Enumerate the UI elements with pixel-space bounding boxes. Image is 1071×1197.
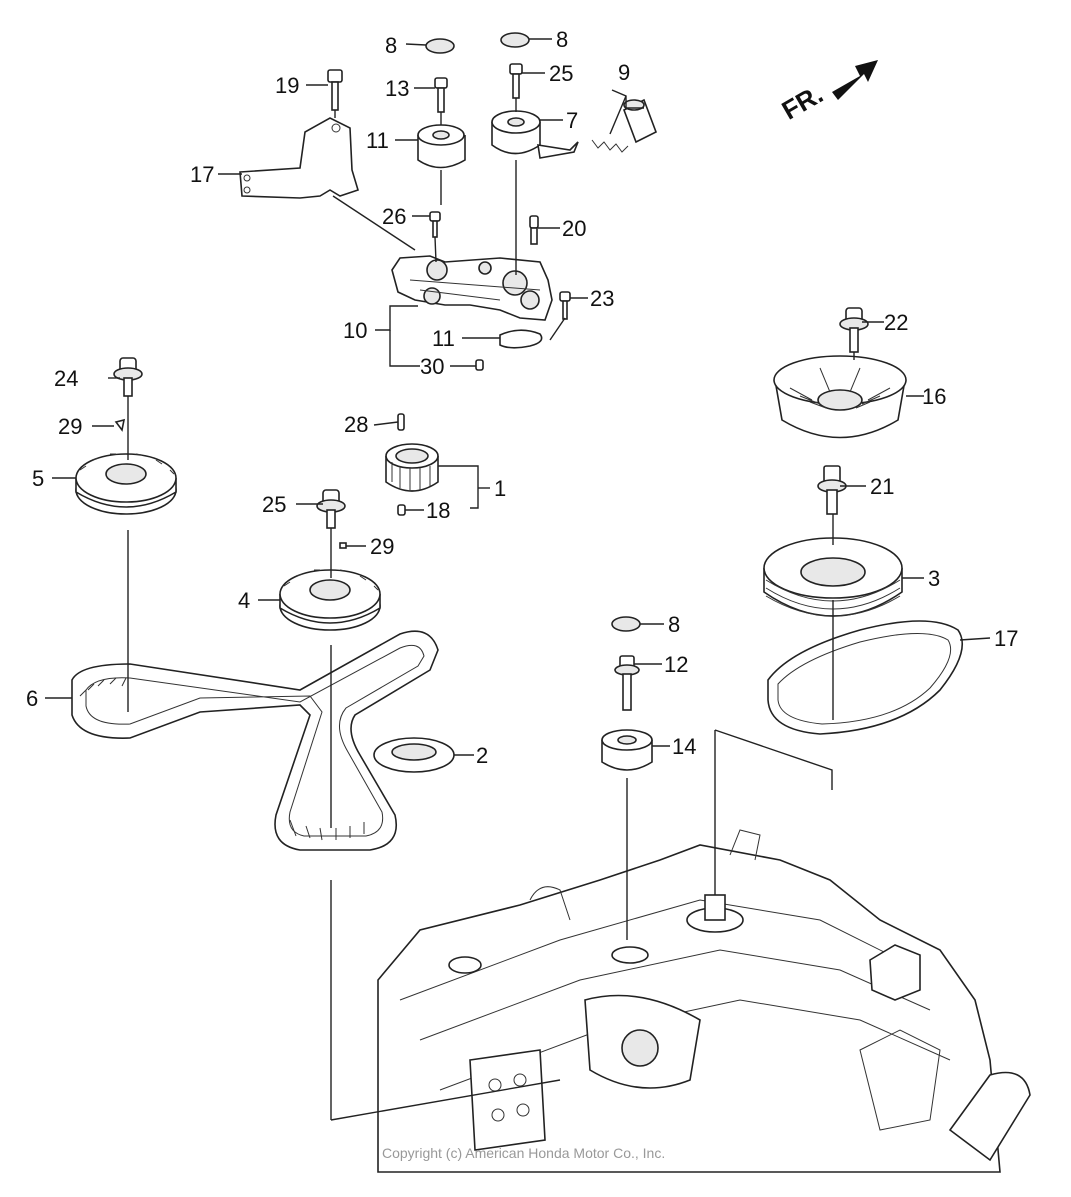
callout-10: 10 [343,318,367,343]
callout-29: 29 [370,534,394,559]
part-bolt [817,465,847,515]
part-camshaft-pulley [279,569,381,631]
part-spring [591,139,629,153]
callout-30: 30 [420,354,444,379]
callout-8: 8 [556,27,568,52]
part-idler-pulley [601,729,653,771]
part-bolt [559,291,571,320]
callout-25: 24 [54,366,78,391]
part-key [114,418,126,432]
part-cap [611,616,641,632]
part-seal [499,329,543,349]
callout-8: 8 [668,612,680,637]
callout-6: 6 [26,686,38,711]
callout-7: 7 [566,108,578,133]
part-bolt [327,69,343,111]
part-sleeve [622,98,658,144]
part-cap [425,38,455,54]
part-bracket [239,117,359,199]
part-belt-guide-plate [373,737,455,773]
part-ribbed-belt [767,620,964,735]
part-timing-belt [71,630,439,851]
part-idler-pulley [417,124,466,169]
part-key [339,542,347,549]
callout-5: 5 [32,466,44,491]
part-bolt [316,489,346,529]
engine-block [377,829,1031,1173]
callout-27: 25 [549,61,573,86]
callout-12: 11 [366,128,389,153]
copyright-text: Copyright (c) American Honda Motor Co., … [382,1145,665,1161]
callout-19: 18 [426,498,450,523]
part-bolt [614,655,640,711]
part-bolt [429,211,441,238]
part-bolt [113,357,143,397]
direction-label: FR. [777,79,828,126]
part-bolt [529,215,539,245]
part-bolt [839,307,869,353]
callout-28: 28 [344,412,368,437]
callout-13: 12 [664,652,688,677]
callout-24: 23 [590,286,614,311]
callout-17: 17 [994,626,1018,651]
callout-9: 9 [618,60,630,85]
part-tensioner-pulley [491,110,579,159]
callout-21: 20 [562,216,586,241]
callout-2: 2 [476,743,488,768]
callout-23: 22 [884,310,908,335]
callout-20: 19 [275,73,299,98]
callout-29: 29 [58,414,82,439]
part-dowel-pin [475,359,484,371]
part-cooling-fan-flywheel [773,355,907,439]
part-bolt [509,63,523,99]
callout-14: 13 [385,76,409,101]
callout-1: 1 [494,476,506,501]
direction-arrow-icon [832,60,878,100]
part-bolt [434,77,448,113]
part-key [397,413,405,431]
front-direction-indicator: FR. [777,60,878,126]
callout-18: 17 [190,162,214,187]
callout-25: 25 [262,492,286,517]
part-crankshaft-gear [385,443,439,492]
callout-22: 21 [870,474,894,499]
callout-26: 26 [382,204,406,229]
part-camshaft-pulley [75,453,177,515]
part-belt-cover-assembly [391,255,553,321]
callout-4: 4 [238,588,250,613]
part-crankshaft-pulley [763,537,903,617]
callout-16: 16 [922,384,946,409]
leader-lines [45,38,991,1121]
callout-15: 14 [672,734,696,759]
callout-11: 11 [432,326,455,351]
part-dowel-pin [397,504,406,516]
callout-8: 8 [385,33,397,58]
callout-3: 3 [928,566,940,591]
callout-labels: 8 8 9 19 13 25 11 7 17 26 20 23 10 11 30… [26,27,1018,768]
part-cap [500,32,530,48]
